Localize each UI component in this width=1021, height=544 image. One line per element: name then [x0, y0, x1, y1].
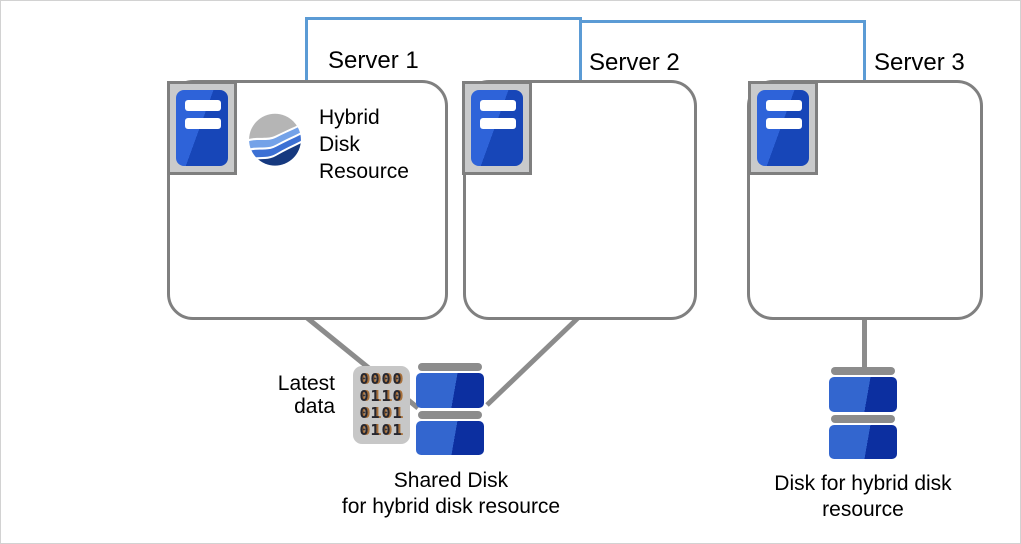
server-slot-bar — [185, 118, 221, 129]
server-slot-bar — [480, 118, 516, 129]
latest-data-label: Latest data — [241, 372, 335, 418]
binary-data-icon: 0000 0110 0101 0101 — [353, 366, 410, 444]
disk-cap — [831, 415, 895, 423]
binary-row: 0101 — [359, 421, 404, 439]
disk-cap — [418, 363, 482, 371]
hybrid-disk-caption-line: resource — [822, 498, 904, 521]
hybrid-disk-caption: Disk for hybrid disk resource — [713, 471, 1013, 523]
latest-data-line: data — [294, 395, 335, 418]
disk-cap — [831, 367, 895, 375]
server-slot-bar — [766, 118, 802, 129]
hybrid-label-line: Disk — [319, 133, 360, 156]
server2-box — [463, 80, 697, 320]
hybrid-disk-resource-icon — [249, 113, 301, 166]
binary-row: 0000 — [359, 370, 404, 388]
disk-platter — [829, 425, 897, 459]
server-slot-bar — [480, 100, 516, 111]
shared-disk-caption: Shared Disk for hybrid disk resource — [301, 468, 601, 520]
server-slot-bar — [766, 100, 802, 111]
server2-label: Server 2 — [589, 49, 680, 76]
network-line-server2-server3 — [579, 20, 866, 85]
server2-icon-body — [471, 90, 523, 166]
latest-data-line: Latest — [277, 372, 335, 395]
connector-server2-shared-disk — [485, 315, 581, 407]
hybrid-disk-resource-label: Hybrid Disk Resource — [319, 104, 409, 185]
server1-icon-body — [176, 90, 228, 166]
wave-band-mid-blue — [249, 131, 301, 162]
server3-icon-body — [757, 90, 809, 166]
wave-band-gray — [249, 113, 301, 142]
wave-band-dark-blue — [249, 139, 301, 166]
hybrid-disk-caption-line: Disk for hybrid disk — [774, 472, 952, 495]
disk-platter — [416, 373, 484, 408]
server1-icon — [167, 81, 237, 175]
shared-disk-caption-line: Shared Disk — [393, 469, 509, 492]
disk-cap — [418, 411, 482, 419]
server-slot-bar — [185, 100, 221, 111]
shared-disk-caption-line: for hybrid disk resource — [341, 495, 561, 518]
server3-icon — [748, 81, 818, 175]
disk-platter — [829, 377, 897, 412]
network-line-server1-server2 — [305, 17, 582, 85]
binary-row: 0101 — [359, 404, 404, 422]
server2-icon — [462, 81, 532, 175]
shared-disk-icon — [416, 363, 484, 455]
binary-row: 0110 — [359, 387, 404, 405]
server1-label: Server 1 — [328, 47, 419, 74]
disk-platter — [416, 421, 484, 455]
server3-label: Server 3 — [874, 49, 965, 76]
hybrid-disk-icon — [829, 367, 897, 459]
hybrid-label-line: Resource — [319, 160, 409, 183]
hybrid-label-line: Hybrid — [319, 106, 380, 129]
wave-band-light-blue — [249, 122, 301, 152]
